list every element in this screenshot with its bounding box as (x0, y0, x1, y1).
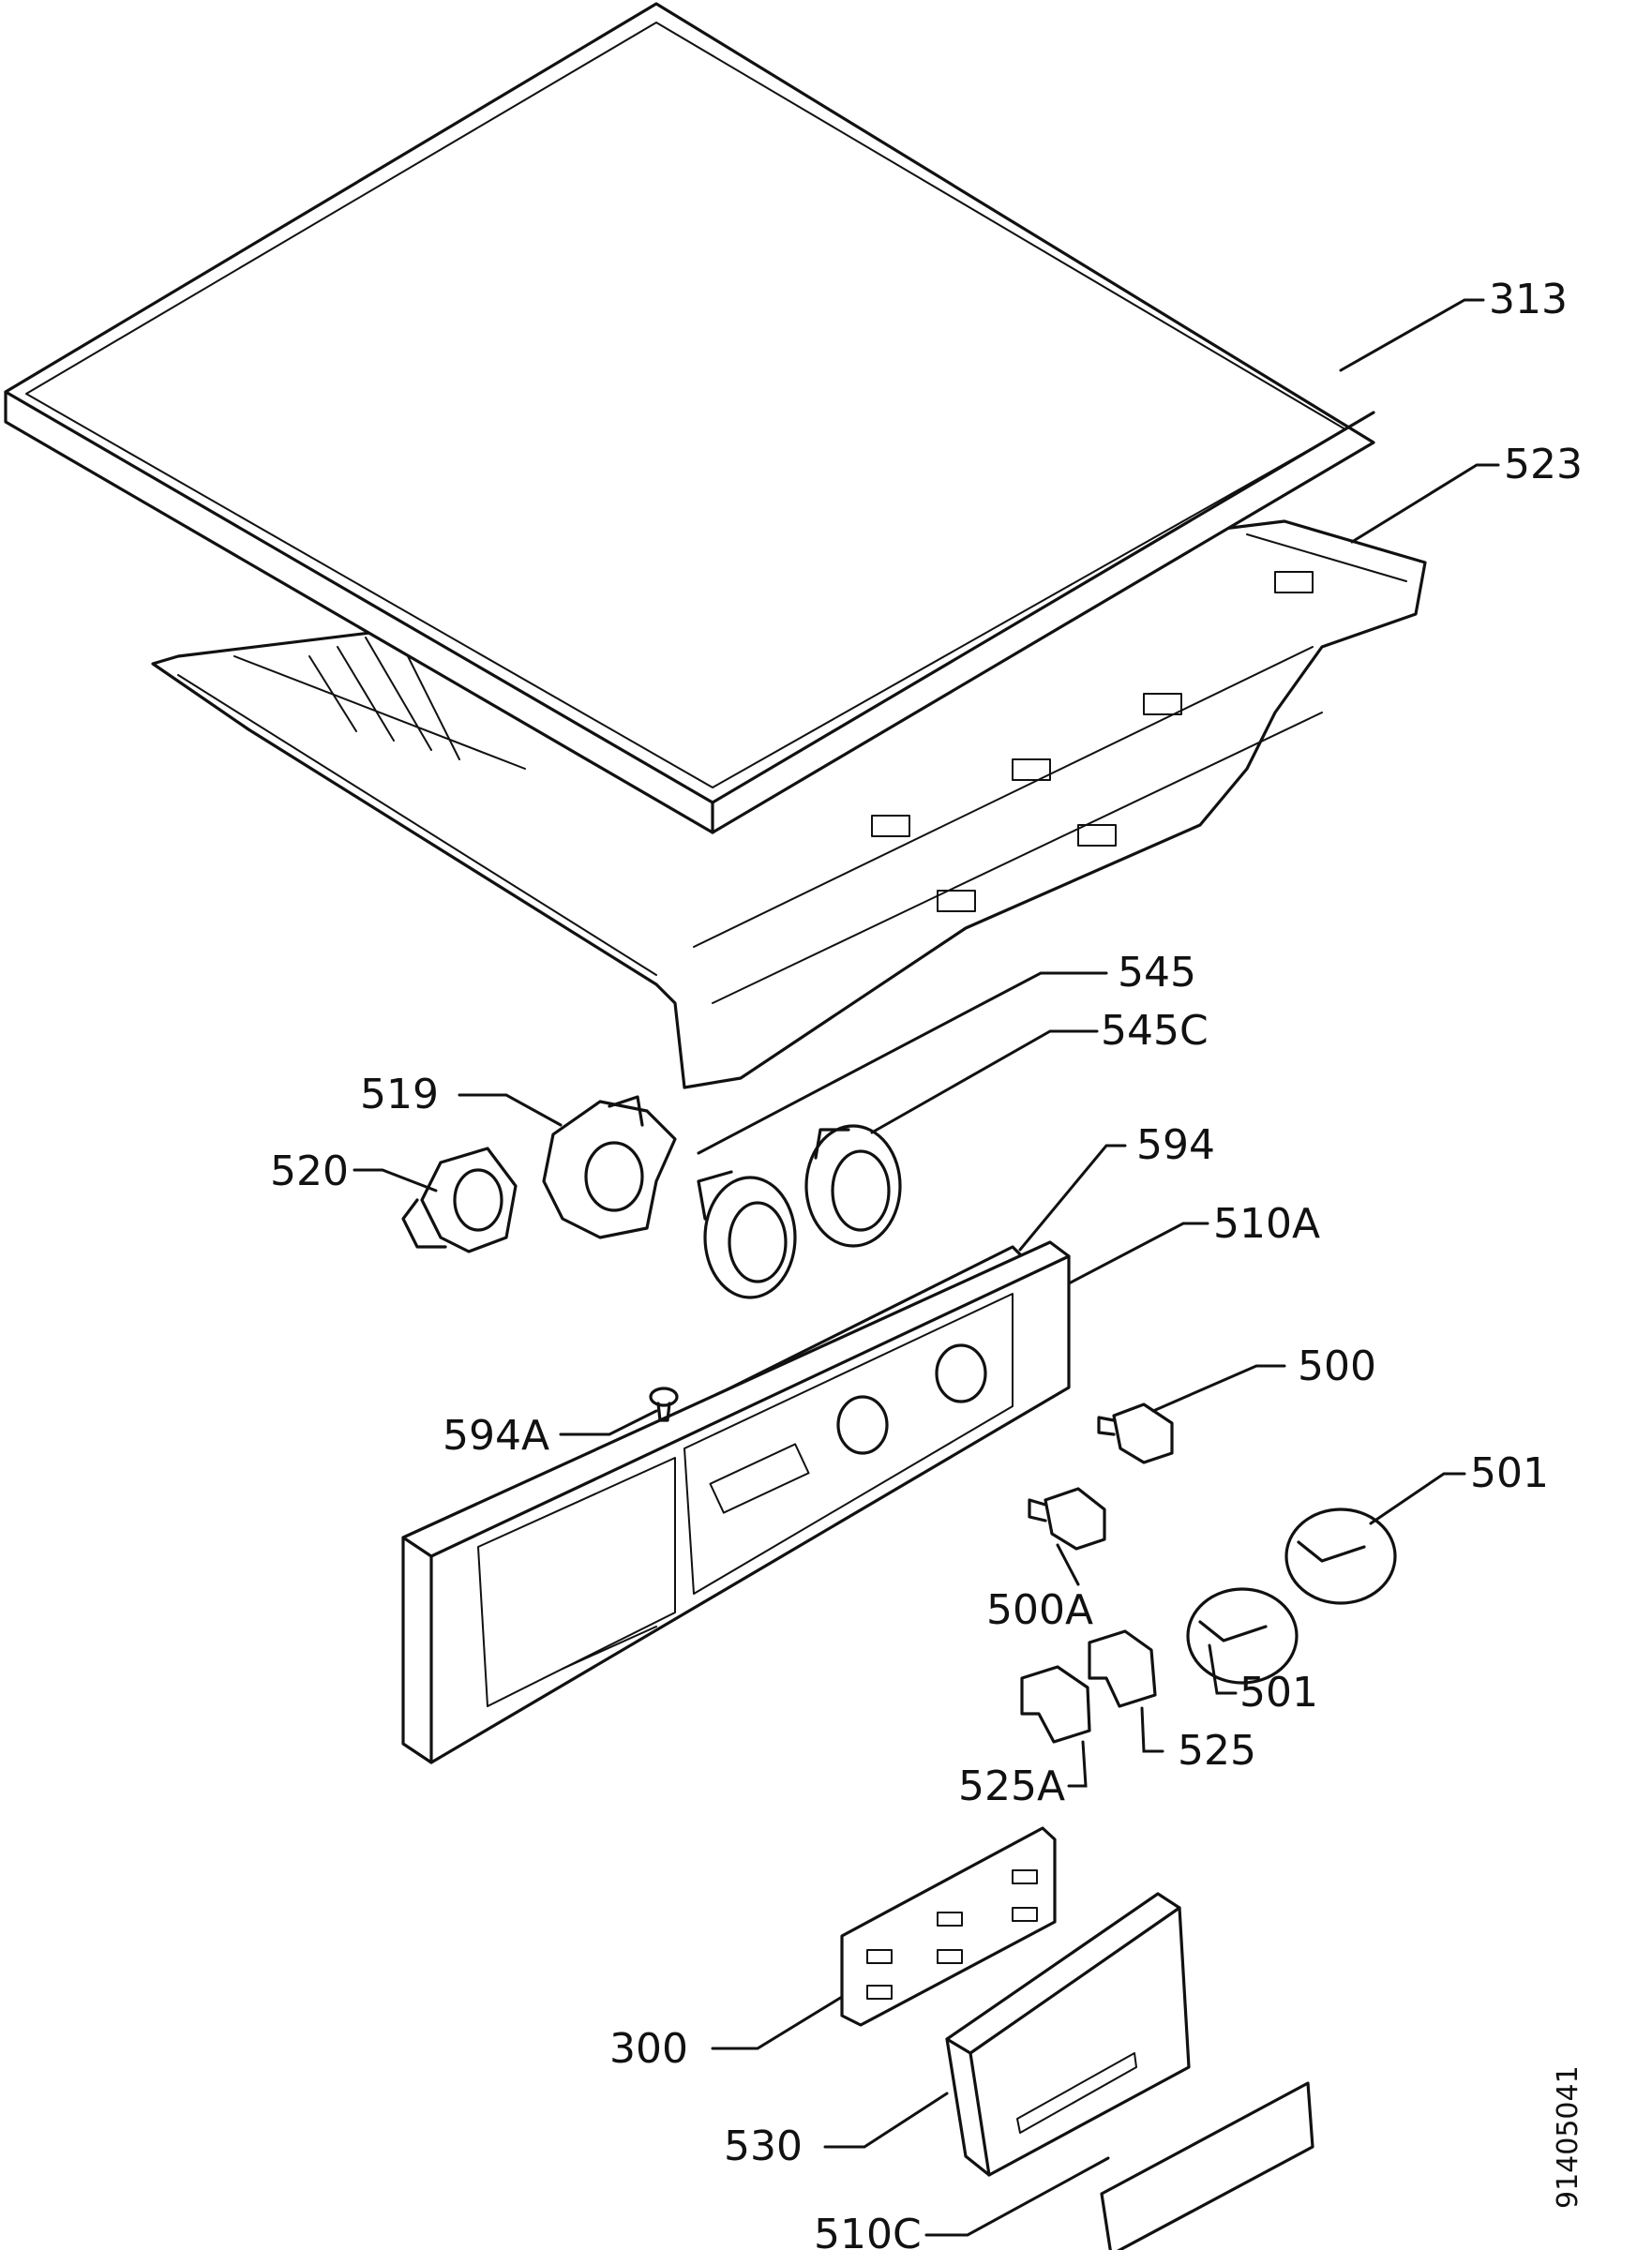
label-520: 520 (270, 1148, 349, 1195)
part-545c-ring (804, 1124, 902, 1248)
label-510a: 510A (1213, 1200, 1320, 1248)
label-500a: 500A (986, 1586, 1093, 1634)
label-523: 523 (1504, 441, 1583, 488)
part-501-knob-lower (1186, 1587, 1299, 1685)
part-501-knob-upper (1284, 1508, 1397, 1605)
part-530-handle (945, 1892, 1191, 2177)
part-500-adapter (1097, 1402, 1174, 1464)
label-545c: 545C (1101, 1007, 1209, 1055)
part-545-ring (697, 1170, 797, 1299)
label-300: 300 (609, 2025, 688, 2073)
label-501-upper: 501 (1470, 1449, 1549, 1497)
part-510a-control-panel (401, 1240, 1071, 1764)
label-501-lower: 501 (1239, 1669, 1318, 1717)
part-525a-button (1020, 1665, 1091, 1744)
part-313-top-lid (4, 2, 1375, 834)
leader-lines (353, 298, 1500, 2237)
label-519: 519 (360, 1071, 439, 1118)
label-594a: 594A (443, 1412, 549, 1460)
label-594: 594 (1136, 1121, 1215, 1169)
label-510c: 510C (814, 2211, 922, 2250)
part-519-holder (542, 1095, 677, 1239)
label-500: 500 (1298, 1342, 1376, 1390)
part-525-button (1088, 1629, 1157, 1708)
label-313: 313 (1489, 276, 1568, 323)
part-523-frame (151, 519, 1427, 1089)
document-number: 91405041 (1552, 2065, 1584, 2209)
label-525: 525 (1178, 1727, 1256, 1775)
part-500a-adapter (1028, 1487, 1106, 1551)
part-520-switch (401, 1147, 518, 1253)
part-510c-insert (1100, 2081, 1314, 2250)
label-545: 545 (1118, 949, 1196, 997)
part-300-bracket (840, 1826, 1057, 2027)
label-530: 530 (724, 2122, 803, 2170)
part-594a-screw (649, 1387, 679, 1422)
label-525a: 525A (958, 1762, 1065, 1810)
part-labels: 313 523 545 545C 519 520 594 510A 594A 5… (270, 276, 1583, 2250)
